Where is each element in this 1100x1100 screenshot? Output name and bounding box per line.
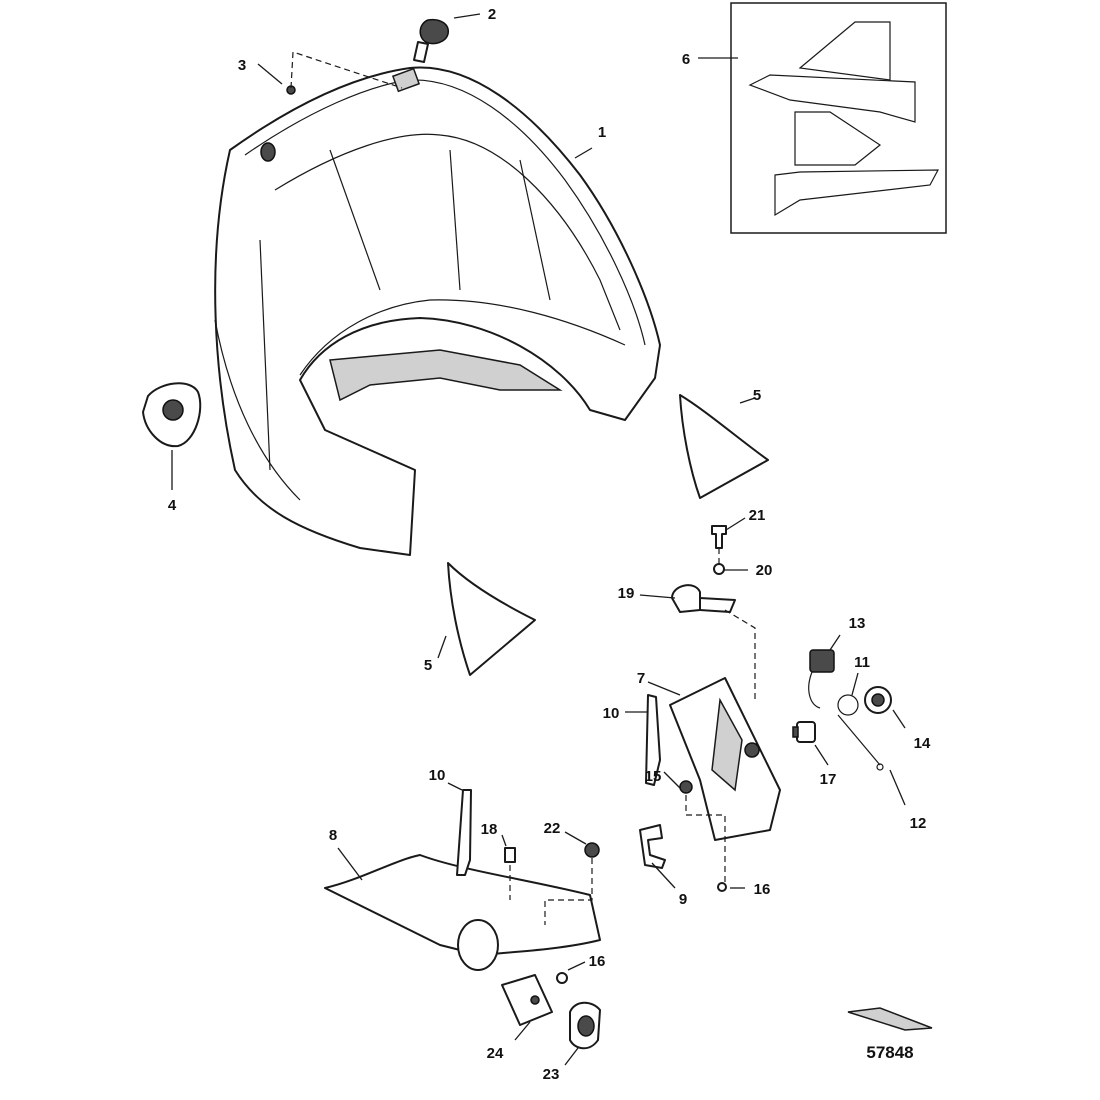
knob-part: [792, 721, 816, 743]
strip-part-upper: [645, 694, 661, 786]
callout-17: 17: [820, 771, 837, 788]
seal-part-lower: [447, 562, 536, 676]
bracket-part: [639, 824, 666, 869]
fitting-part-23: [569, 1001, 601, 1050]
reference-emblem: [847, 1007, 933, 1031]
lower-pan-part: [324, 854, 601, 971]
callout-16-upper: 16: [754, 881, 771, 898]
nut-part-15: [679, 780, 693, 794]
washer-part-16a: [717, 882, 727, 892]
cap-part: [864, 686, 892, 714]
bolt-part-21: [711, 525, 727, 549]
dash-line-22: [544, 858, 593, 925]
washer-part-20: [713, 563, 725, 575]
reference-number: 57848: [866, 1043, 913, 1062]
seal-part-upper: [679, 394, 769, 499]
callout-1: 1: [598, 124, 606, 141]
callout-15: 15: [645, 768, 662, 785]
callout-10-upper: 10: [603, 705, 620, 722]
callout-11: 11: [854, 654, 870, 671]
washer-part-16b: [556, 972, 568, 984]
callout-24: 24: [487, 1045, 504, 1062]
grommet-part: [142, 382, 202, 448]
callout-16-lower: 16: [589, 953, 606, 970]
top-cowl-part: [214, 66, 661, 556]
callout-21: 21: [749, 507, 766, 524]
callout-9: 9: [679, 891, 687, 908]
dash-line-19: [724, 609, 756, 700]
callout-5-lower: 5: [424, 657, 432, 674]
callout-18: 18: [481, 821, 498, 838]
callout-20: 20: [756, 562, 773, 579]
leader-lines: [171, 13, 906, 1066]
callout-10-lower: 10: [429, 767, 446, 784]
callout-19: 19: [618, 585, 635, 602]
callout-6: 6: [682, 51, 690, 68]
callout-12: 12: [910, 815, 927, 832]
switch-part: [808, 649, 835, 709]
decal-kit-box: [730, 2, 947, 234]
callout-13: 13: [849, 615, 866, 632]
dash-line-3: [290, 51, 403, 89]
nut-part-22: [584, 842, 600, 858]
clamp-part: [671, 584, 736, 613]
housing-part: [669, 677, 781, 841]
callout-2: 2: [488, 6, 496, 23]
latch-knob-part: [413, 18, 449, 63]
callout-7: 7: [637, 670, 645, 687]
callout-14: 14: [914, 735, 931, 752]
callout-23: 23: [543, 1066, 560, 1083]
callout-22: 22: [544, 820, 561, 837]
callout-8: 8: [329, 827, 337, 844]
lanyard-part: [837, 714, 881, 766]
callout-3: 3: [238, 57, 246, 74]
adapter-part-24: [501, 974, 553, 1026]
o-ring-part: [837, 694, 859, 716]
lanyard-ring: [876, 763, 884, 771]
dash-line-15: [685, 795, 726, 882]
callout-labels: 1 2 3 4 5 5 6 7 8 9 10 10 11 12 13 14 15…: [168, 6, 931, 1083]
callout-5-upper: 5: [753, 387, 761, 404]
bolt-part-18: [504, 847, 516, 863]
strip-part-lower: [456, 789, 472, 876]
callout-4: 4: [168, 497, 177, 514]
